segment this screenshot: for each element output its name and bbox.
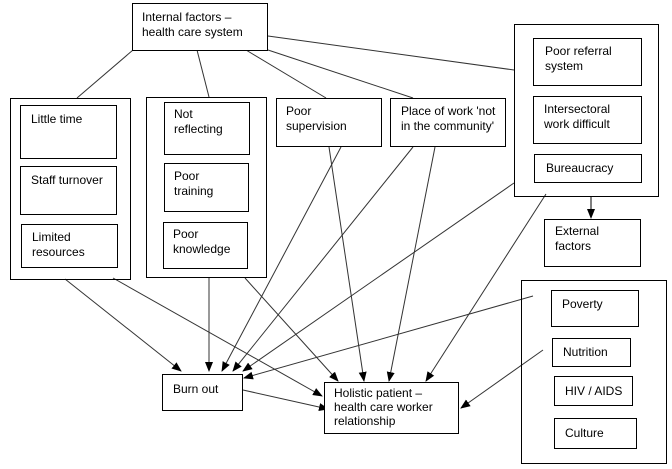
internal-factors-box: Internal factors – health care system bbox=[132, 3, 268, 51]
arrow-burnout-to-outcome bbox=[242, 389, 329, 411]
factor-label: Place of work 'not in the community' bbox=[401, 104, 496, 133]
arrow-competence-to-outcome bbox=[244, 277, 339, 382]
factor-not-reflecting: Not reflecting bbox=[164, 102, 250, 155]
external-group bbox=[521, 280, 667, 464]
factor-label: Poor supervision bbox=[286, 104, 347, 133]
factor-label: Little time bbox=[31, 112, 83, 126]
outcome-label: Holistic patient – health care worker re… bbox=[334, 386, 433, 428]
outcome-box: Holistic patient – health care worker re… bbox=[324, 382, 459, 434]
factor-limited-resources: Limited resources bbox=[21, 224, 118, 268]
factor-label: Poor training bbox=[174, 169, 214, 198]
factor-hiv-aids: HIV / AIDS bbox=[554, 376, 633, 406]
factor-label: Bureaucracy bbox=[546, 161, 614, 175]
link-internal-to-resources bbox=[76, 49, 134, 99]
factor-label: Staff turnover bbox=[31, 173, 103, 187]
factor-label: Intersectoral work difficult bbox=[544, 102, 611, 131]
factor-bureaucracy: Bureaucracy bbox=[534, 154, 642, 183]
factor-intersectoral: Intersectoral work difficult bbox=[533, 96, 642, 144]
factor-label: Poverty bbox=[562, 297, 603, 311]
factor-poor-referral: Poor referral system bbox=[533, 38, 642, 86]
factor-label: Not reflecting bbox=[174, 107, 223, 136]
arrow-system-to-burnout bbox=[242, 182, 515, 372]
factor-culture: Culture bbox=[554, 418, 637, 449]
arrow-resources-to-outcome bbox=[112, 277, 323, 397]
arrow-place-to-outcome bbox=[386, 146, 436, 382]
arrow-system-to-outcome bbox=[425, 193, 547, 382]
system-group bbox=[514, 24, 659, 197]
arrow-poverty-to-burnout bbox=[243, 295, 534, 380]
arrow-supervision-to-outcome bbox=[328, 146, 367, 382]
link-internal-to-system bbox=[267, 35, 515, 71]
factor-poor-knowledge: Poor knowledge bbox=[163, 222, 248, 269]
factor-staff-turnover: Staff turnover bbox=[20, 166, 117, 215]
factor-nutrition: Nutrition bbox=[552, 338, 631, 367]
factor-label: HIV / AIDS bbox=[565, 384, 623, 398]
factor-label: Limited resources bbox=[32, 230, 85, 259]
arrow-supervision-to-burnout bbox=[221, 146, 342, 372]
factor-poor-training: Poor training bbox=[164, 163, 249, 212]
external-factors-box: External factors bbox=[544, 219, 641, 267]
external-factors-label: External factors bbox=[555, 224, 600, 253]
factor-label: Poor knowledge bbox=[173, 227, 231, 256]
factor-label: Culture bbox=[565, 426, 604, 440]
arrow-place-to-burnout bbox=[232, 146, 414, 372]
factor-place-of-work: Place of work 'not in the community' bbox=[390, 98, 506, 147]
internal-factors-label: Internal factors – health care system bbox=[142, 10, 243, 39]
factor-label: Poor referral system bbox=[545, 44, 612, 73]
factor-little-time: Little time bbox=[20, 105, 117, 159]
competence-group bbox=[146, 97, 267, 278]
factor-poor-supervision: Poor supervision bbox=[276, 98, 382, 147]
resources-group bbox=[10, 98, 131, 280]
arrow-nutrition-to-outcome bbox=[460, 349, 544, 409]
factor-label: Nutrition bbox=[563, 345, 608, 359]
factor-poverty: Poverty bbox=[551, 290, 639, 327]
link-internal-to-supervision bbox=[245, 49, 327, 99]
burn-out-label: Burn out bbox=[173, 382, 219, 396]
burn-out-box: Burn out bbox=[162, 374, 243, 411]
link-internal-to-competence bbox=[196, 49, 210, 98]
arrow-resources-to-burnout bbox=[64, 278, 182, 372]
link-internal-to-place bbox=[267, 49, 414, 99]
